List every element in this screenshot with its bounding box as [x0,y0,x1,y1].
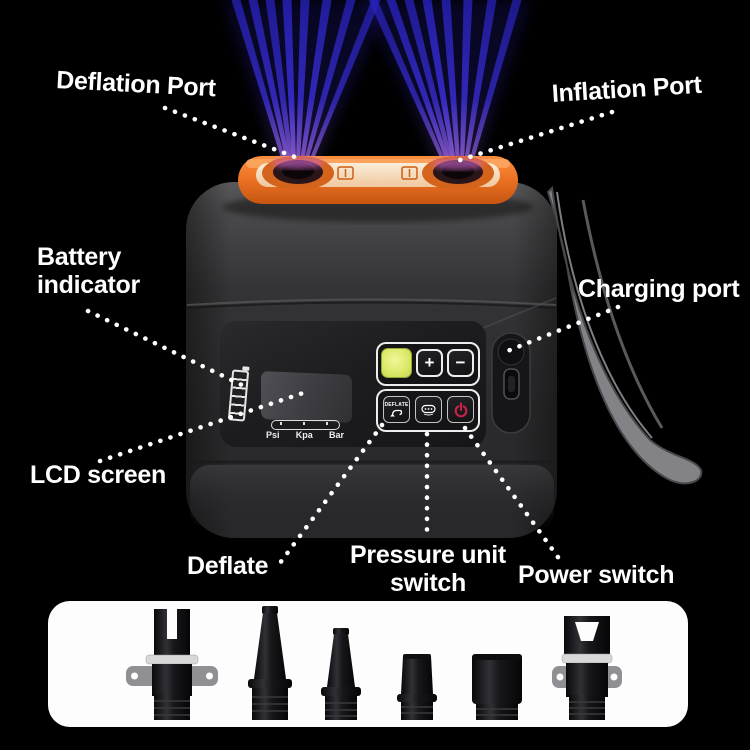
battery-indicator-label: Battery indicator [37,243,140,300]
pressure-unit-switch-label: Pressure unit switch [350,541,506,598]
unit-cycle-icon [421,404,436,416]
increase-pressure-button: + [416,349,443,377]
deflation-port-opening [262,156,334,190]
small-barrel-nozzle [397,654,437,720]
adjust-button-group: + − [376,342,480,386]
inflation-port-opening [422,156,494,190]
unit-tick [280,422,282,425]
power-button [447,396,474,423]
decrease-pressure-button: − [447,349,474,377]
unit-tick [303,422,305,425]
long-cone-nozzle [248,606,292,720]
unit-psi-label: Psi [266,430,280,440]
mode-button-group: DEFLATE [376,389,480,432]
light-button [381,348,412,378]
deflate-label: Deflate [187,552,269,580]
unit-bar-label: Bar [328,430,344,440]
unit-kpa-label: Kpa [295,430,313,440]
nozzle-attachment-tray [48,601,688,727]
boston-valve-adapter [126,609,218,720]
lcd-screen [261,371,352,423]
pinch-valve-adapter [552,616,622,720]
port-marking-icons [337,166,418,180]
pump-top-cap [238,156,518,204]
pressure-unit-switch-button [415,396,442,423]
deflate-button: DEFLATE [383,396,410,423]
inflation-beam [362,0,532,162]
medium-cone-nozzle [321,628,361,720]
deflate-arrow-icon [390,409,403,417]
large-barrel-nozzle [472,654,522,720]
unit-tick [326,422,328,425]
deflate-button-label: DEFLATE [384,402,409,408]
pressure-unit-scale [271,420,340,430]
charging-port-label: Charging port [578,275,740,303]
deflation-beam [222,0,392,161]
lcd-screen-label: LCD screen [30,461,166,489]
usb-c-port [503,368,520,400]
power-icon [454,401,467,417]
unit-labels: Psi Kpa Bar [266,430,344,440]
carry-strap [546,185,703,485]
charging-port-recess [491,332,531,434]
power-switch-label: Power switch [518,561,675,589]
